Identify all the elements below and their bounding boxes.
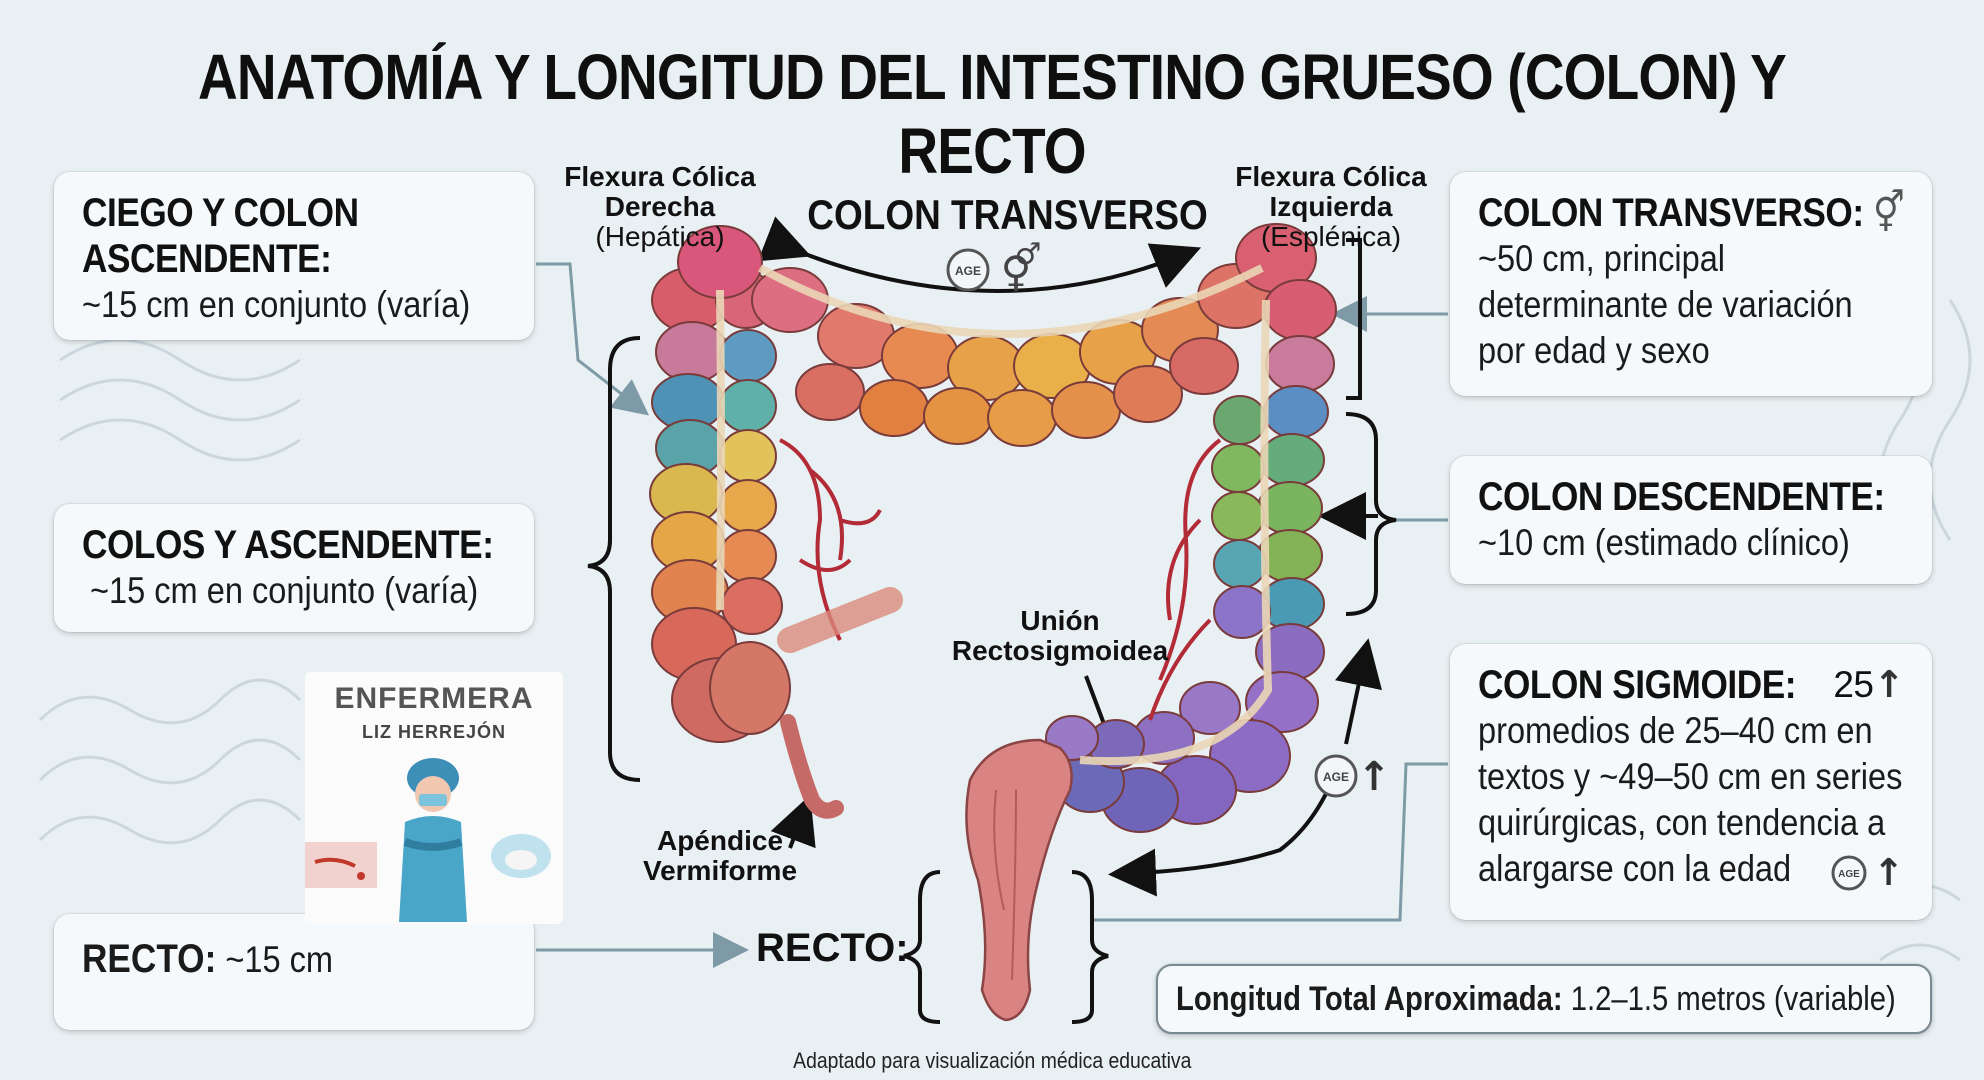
card-colos-body: ~15 cm en conjunto (varía) bbox=[90, 570, 479, 611]
colon-haustra bbox=[649, 223, 1337, 833]
label-flexura-derecha: Flexura Cólica Derecha (Hepática) bbox=[564, 161, 756, 252]
connector-sigmoide bbox=[1090, 762, 1448, 922]
card-recto-head: RECTO: bbox=[82, 937, 217, 981]
svg-text:AGE: AGE bbox=[1838, 869, 1860, 880]
card-sigmoide-line4: alargarse con la edad bbox=[1478, 848, 1792, 889]
card-colon-transverso: COLON TRANSVERSO: ⚥ ~50 cm, principal de… bbox=[1450, 172, 1932, 396]
card-sigmoide-line3: quirúrgicas, con tendencia a bbox=[1478, 802, 1886, 843]
brace-recto-left bbox=[903, 870, 941, 1024]
arrow-sigmoide-down bbox=[1108, 759, 1342, 897]
brace-recto-right bbox=[1071, 870, 1109, 1024]
label-colon-transverso: COLON TRANSVERSO bbox=[807, 191, 1208, 238]
card-sigmoide-line1: promedios de 25–40 cm en bbox=[1478, 710, 1873, 751]
card-longitud-total: Longitud Total Aproximada: 1.2–1.5 metro… bbox=[1156, 964, 1932, 1034]
card-recto: RECTO: ~15 cm bbox=[54, 914, 534, 1030]
blood-vessels bbox=[779, 438, 1222, 721]
footer-credit: Adaptado para visualización médica educa… bbox=[792, 1048, 1192, 1073]
card-recto-body: ~15 cm bbox=[216, 939, 334, 980]
female-icon: ♀ bbox=[1001, 247, 1032, 296]
card-sigmoide-value: 25 bbox=[1833, 664, 1874, 705]
arrow-up-icon: ↑ bbox=[1873, 663, 1904, 706]
page-title: ANATOMÍA Y LONGITUD DEL INTESTINO GRUESO… bbox=[198, 41, 1787, 187]
card-transverso-line1: ~50 cm, principal bbox=[1478, 238, 1726, 279]
card-ciego-head1: CIEGO Y COLON bbox=[82, 191, 359, 235]
age-icon: AGE bbox=[1831, 855, 1867, 891]
label-union-rectosigmoidea: Unión Rectosigmoidea bbox=[951, 605, 1169, 666]
card-transverso-line3: por edad y sexo bbox=[1478, 330, 1710, 371]
enfermera-badge: ENFERMERA LIZ HERREJÓN bbox=[305, 672, 563, 924]
label-apendice-vermiforme: Apéndice Vermiforme bbox=[642, 825, 798, 886]
svg-text:AGE: AGE bbox=[1323, 770, 1349, 784]
card-transverso-line2: determinante de variación bbox=[1478, 284, 1853, 325]
nurse-illustration bbox=[305, 758, 551, 922]
badge-subtitle: LIZ HERREJÓN bbox=[361, 722, 506, 742]
card-descendente-body: ~10 cm (estimado clínico) bbox=[1478, 522, 1850, 563]
arrow-transverso bbox=[757, 216, 1202, 293]
card-colos-head: COLOS Y ASCENDENTE: bbox=[82, 523, 494, 567]
badge-title: ENFERMERA bbox=[334, 682, 534, 715]
line-union bbox=[1084, 675, 1106, 725]
age-icon: AGE bbox=[946, 248, 990, 292]
card-colon-sigmoide: COLON SIGMOIDE: 25↑ promedios de 25–40 c… bbox=[1450, 644, 1932, 920]
arrow-sigmoide-up bbox=[1335, 638, 1382, 745]
card-sigmoide-line2: textos y ~49–50 cm en series bbox=[1478, 756, 1903, 797]
brace-left bbox=[587, 336, 641, 782]
taenia-band bbox=[716, 264, 1273, 766]
card-transverso-head: COLON TRANSVERSO: bbox=[1478, 191, 1864, 235]
total-body: 1.2–1.5 metros (variable) bbox=[1562, 980, 1896, 1018]
arrow-up-icon: ↑ bbox=[1872, 851, 1904, 894]
total-head: Longitud Total Aproximada: bbox=[1176, 980, 1563, 1018]
card-descendente-head: COLON DESCENDENTE: bbox=[1478, 475, 1885, 519]
card-ciego-body: ~15 cm en conjunto (varía) bbox=[82, 284, 471, 325]
male-icon: ♂ bbox=[1015, 237, 1042, 272]
arrow-apendice bbox=[770, 794, 816, 849]
age-icon: AGE bbox=[1314, 754, 1358, 798]
connector-ciego bbox=[536, 262, 650, 416]
rectum bbox=[965, 738, 1073, 1022]
arrow-up-icon: ↑ bbox=[1357, 754, 1391, 800]
brace-transverso bbox=[1346, 238, 1362, 400]
svg-text:AGE: AGE bbox=[955, 264, 981, 278]
card-sigmoide-head: COLON SIGMOIDE: bbox=[1478, 663, 1797, 707]
card-colos-ascendente: COLOS Y ASCENDENTE: ~15 cm en conjunto (… bbox=[54, 504, 534, 632]
male-female-icon: ⚥ bbox=[1872, 190, 1905, 236]
brace-descendente bbox=[1345, 412, 1397, 616]
card-ciego-head2: ASCENDENTE: bbox=[82, 237, 332, 281]
appendix bbox=[780, 714, 844, 819]
label-recto: RECTO: bbox=[756, 926, 909, 970]
card-colon-descendente: COLON DESCENDENTE: ~10 cm (estimado clín… bbox=[1450, 456, 1932, 584]
label-flexura-izquierda: Flexura Cólica Izquierda (Esplénica) bbox=[1235, 161, 1427, 252]
card-ciego-ascendente: CIEGO Y COLON ASCENDENTE: ~15 cm en conj… bbox=[54, 172, 534, 340]
